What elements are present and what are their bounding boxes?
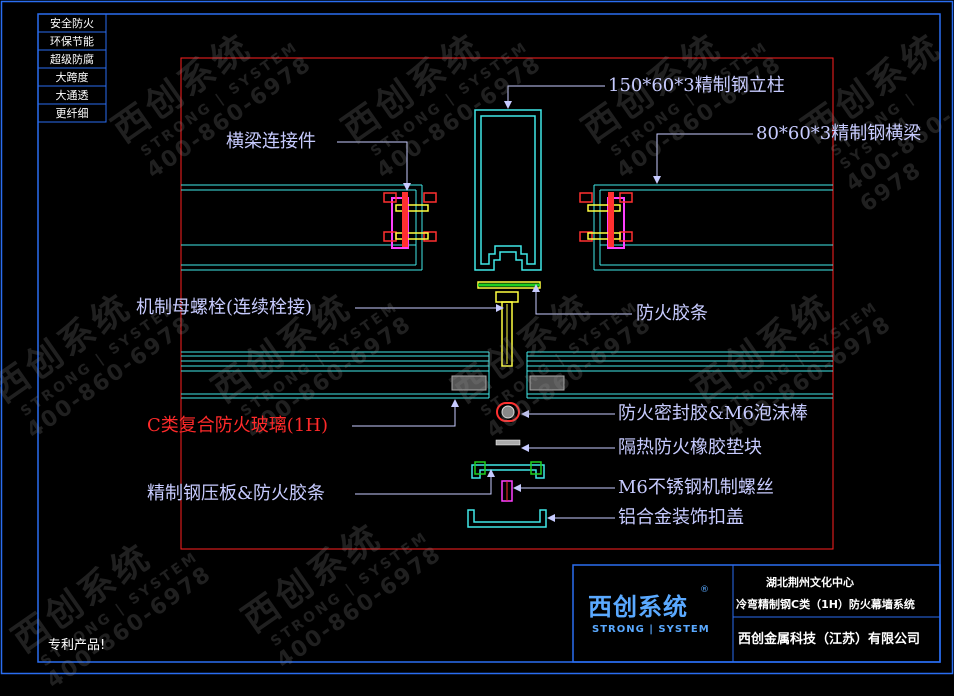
label-screw: M6不锈钢机制螺丝	[618, 477, 774, 498]
m6-screw	[501, 480, 513, 502]
feature-item: 超级防腐	[50, 53, 94, 66]
label-fire-strip: 防火胶条	[636, 303, 708, 324]
system-name: 冷弯精制钢C类（1H）防火幕墙系统	[736, 598, 915, 611]
leader-arrows	[403, 101, 661, 522]
project-name: 湖北荆州文化中心	[766, 576, 854, 589]
label-gasket: 隔热防火橡胶垫块	[618, 437, 762, 458]
decorative-cover	[467, 509, 547, 528]
label-connector: 横梁连接件	[226, 131, 316, 152]
fire-sealant	[496, 402, 520, 422]
drawing-border	[180, 57, 834, 550]
feature-item: 大通透	[55, 89, 89, 102]
feature-item: 大跨度	[55, 71, 89, 84]
logo-subtitle: STRONG | SYSTEM	[592, 624, 710, 635]
label-column: 150*60*3精制钢立柱	[608, 75, 785, 96]
steel-beam-right	[593, 184, 833, 271]
label-bolt: 机制母螺栓(连续栓接)	[136, 297, 313, 318]
label-cover: 铝合金装饰扣盖	[618, 507, 744, 528]
leader-lines	[337, 85, 753, 519]
title-block	[572, 564, 941, 663]
machine-bolt	[495, 291, 519, 367]
label-plate: 精制钢压板&防火胶条	[147, 483, 326, 504]
steel-beam-left	[181, 184, 423, 271]
company-name: 西创金属科技（江苏）有限公司	[738, 632, 921, 647]
fire-glass-left	[181, 351, 490, 399]
steel-column	[474, 109, 542, 271]
drawing-canvas	[0, 0, 954, 675]
feature-item: 安全防火	[50, 17, 94, 30]
company-logo: 西创系统	[588, 593, 688, 621]
beam-connector-left	[383, 192, 437, 249]
fire-glass-right	[526, 351, 833, 399]
pressure-plate	[471, 461, 545, 479]
label-sealant: 防火密封胶&M6泡沫棒	[618, 403, 808, 424]
feature-item: 更纤细	[55, 107, 89, 120]
rubber-gasket	[495, 439, 521, 446]
beam-connector-right	[579, 192, 633, 249]
label-glass: C类复合防火玻璃(1H)	[147, 415, 328, 436]
registered-mark: ®	[700, 585, 709, 595]
outer-frame	[0, 0, 954, 675]
patent-note: 专利产品!	[48, 638, 106, 653]
feature-item: 环保节能	[50, 35, 94, 48]
label-beam: 80*60*3精制钢横梁	[756, 123, 922, 144]
